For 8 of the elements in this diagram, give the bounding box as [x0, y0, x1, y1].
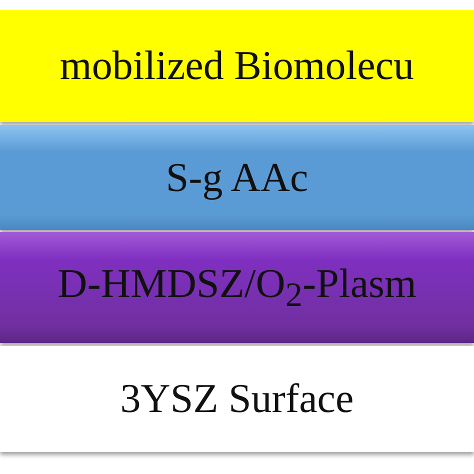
layer-label: S-g AAc — [166, 154, 308, 200]
layer-band — [0, 125, 474, 230]
layer-label: D-HMDSZ/O$_{2}$-Plasm — [58, 260, 416, 314]
layer-band — [0, 346, 474, 452]
layer-label: mobilized Biomolecu — [60, 43, 414, 89]
layer-label: 3YSZ Surface — [120, 376, 354, 422]
layer-band — [0, 10, 474, 122]
layer-band — [0, 232, 474, 343]
